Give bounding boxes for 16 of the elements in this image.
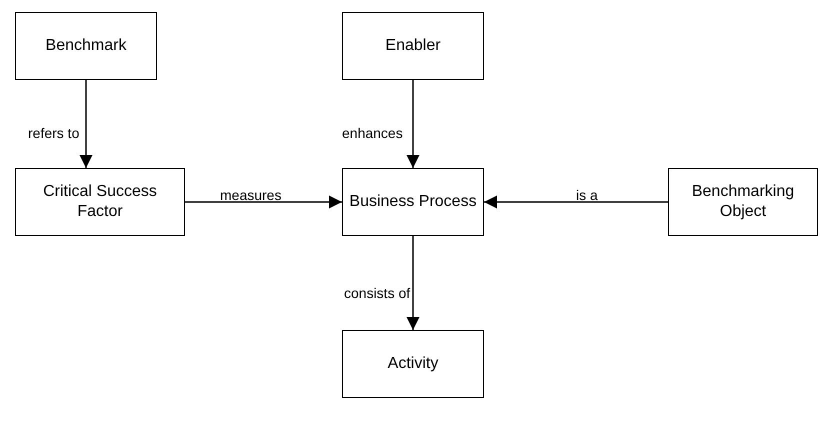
- edge-label: measures: [220, 186, 282, 204]
- concept-box: Critical Success Factor: [15, 168, 185, 236]
- arrow: [406, 80, 420, 168]
- concept-box: Activity: [342, 330, 484, 398]
- edge-label: refers to: [28, 124, 80, 142]
- arrow: [185, 196, 342, 208]
- arrow: [484, 196, 668, 208]
- arrow: [406, 236, 420, 330]
- edge-label: consists of: [344, 284, 410, 302]
- arrow: [80, 80, 92, 168]
- concept-box: Benchmarking Object: [668, 168, 818, 236]
- concept-box: Benchmark: [15, 12, 157, 80]
- edge-label: is a: [576, 186, 598, 204]
- edge-label: enhances: [342, 124, 403, 142]
- concept-box: Business Process: [342, 168, 484, 236]
- concept-box: Enabler: [342, 12, 484, 80]
